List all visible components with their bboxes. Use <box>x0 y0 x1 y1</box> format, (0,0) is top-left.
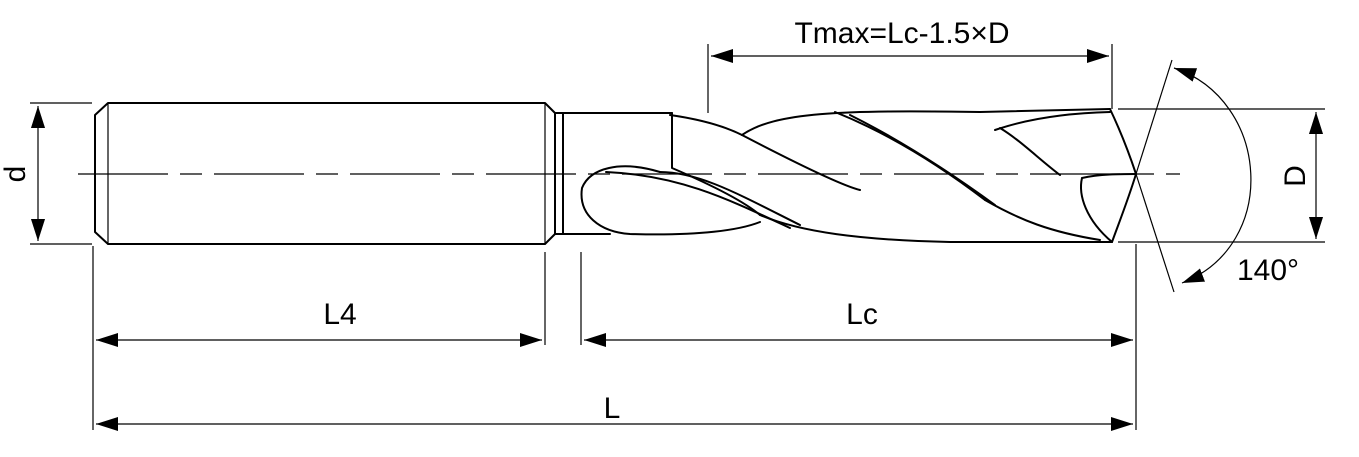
dimension-tmax <box>707 44 1113 113</box>
dimension-d <box>30 102 92 245</box>
dimension-L-label: L <box>604 392 621 425</box>
dimension-L4-label: L4 <box>323 298 356 331</box>
dimension-D <box>1118 108 1325 243</box>
dimension-Lc-label: Lc <box>846 298 878 331</box>
point-angle-label: 140° <box>1237 254 1299 287</box>
dimension-D-label: D <box>1279 165 1312 187</box>
drill-point <box>1109 108 1137 243</box>
drill-shank <box>94 102 556 245</box>
drill-flute-body <box>580 108 1137 243</box>
dimension-tmax-label: Tmax=Lc-1.5×D <box>794 17 1009 50</box>
dimension-L4 <box>92 246 546 430</box>
dimension-point-angle <box>1135 59 1252 293</box>
dimension-d-label: d <box>0 166 32 183</box>
drill-neck <box>554 112 564 235</box>
dimension-Lc <box>580 244 1137 430</box>
